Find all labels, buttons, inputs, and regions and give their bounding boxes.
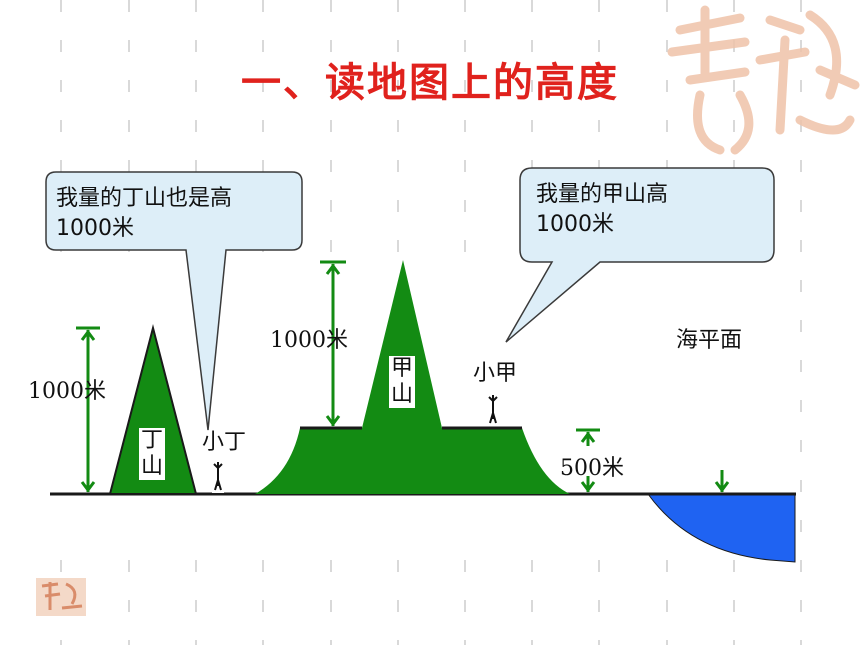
right-bubble-line2: 1000米: [536, 212, 614, 237]
xiao-ding-figure: [212, 455, 224, 493]
ding-height-label: 1000米: [28, 379, 106, 404]
page-title: 一、读地图上的高度: [241, 60, 619, 106]
ding-shan-label: 丁山: [139, 428, 165, 480]
jia-height-arrow: [320, 260, 346, 427]
sea-area: [647, 493, 796, 563]
xiao-jia-label: 小甲: [473, 361, 518, 386]
right-speech-bubble: [505, 167, 775, 343]
left-bubble-text: 我量的丁山也是高 1000米: [56, 184, 232, 244]
sea-level-label: 海平面: [676, 328, 743, 353]
right-bubble-line1: 我量的甲山高: [536, 182, 669, 207]
left-bubble-line2: 1000米: [56, 216, 134, 241]
left-bubble-line1: 我量的丁山也是高: [56, 186, 233, 211]
left-speech-bubble: [45, 171, 303, 431]
sea-level-arrow: [714, 470, 730, 493]
small-seal-graphic: [36, 578, 86, 616]
xiao-ding-label: 小丁: [202, 430, 247, 455]
ding-mountain: [108, 324, 198, 495]
decorative-seal-graphic: [667, 5, 860, 155]
ding-height-arrow: [76, 326, 100, 493]
jia-height-label: 1000米: [270, 328, 348, 353]
plateau-height-arrow: [576, 428, 600, 493]
plateau-height-label: 500米: [560, 456, 624, 481]
xiao-jia-figure: [487, 388, 499, 426]
jia-shan-label: 甲山: [389, 356, 415, 408]
right-bubble-text: 我量的甲山高 1000米: [536, 180, 668, 240]
